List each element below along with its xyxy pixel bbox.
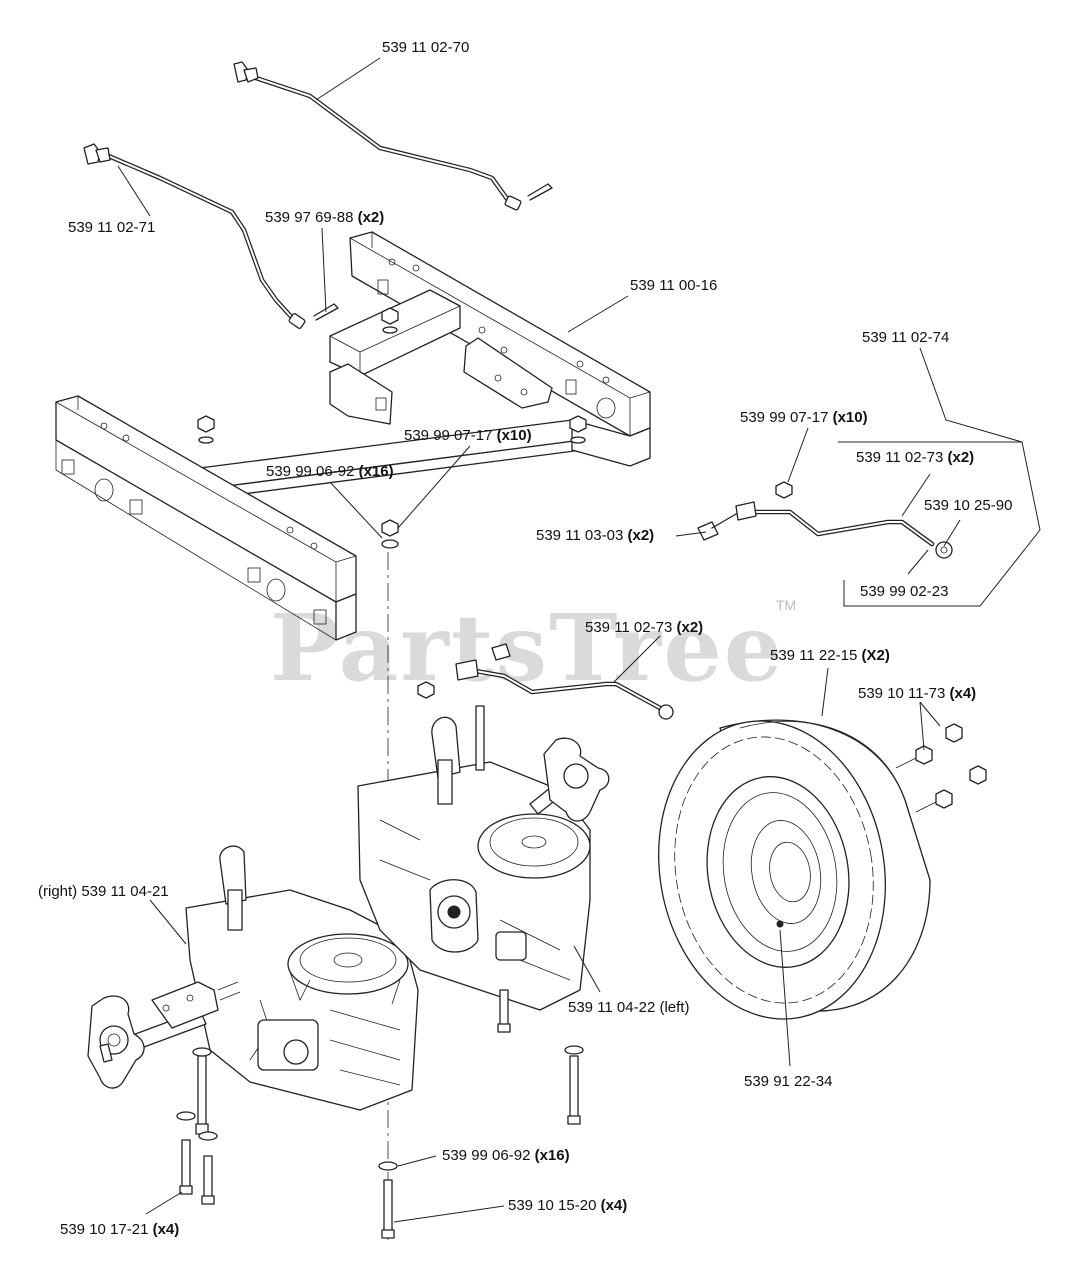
- callout-labels: 539 11 02-70 539 11 02-71 539 97 69-88 (…: [38, 39, 1012, 1238]
- callout-539-11-22-15: 539 11 22-15 (X2): [770, 647, 890, 664]
- transaxle-right[interactable]: [87, 845, 419, 1205]
- frame-nut: [197, 307, 587, 549]
- steering-rod-lower[interactable]: [83, 143, 339, 329]
- steering-rod-upper[interactable]: [233, 61, 553, 211]
- callout-539-10-17-21: 539 10 17-21 (x4): [60, 1221, 179, 1238]
- frame[interactable]: [55, 231, 651, 641]
- callout-539-91-22-34: 539 91 22-34: [744, 1073, 832, 1090]
- callout-539-11-02-74: 539 11 02-74: [862, 329, 949, 346]
- leader-lines: [117, 57, 1023, 1223]
- callout-539-10-25-90: 539 10 25-90: [924, 497, 1012, 514]
- callout-539-10-15-20: 539 10 15-20 (x4): [508, 1197, 627, 1214]
- callout-539-99-07-17-right: 539 99 07-17 (x10): [740, 409, 868, 426]
- lug-nut: [895, 723, 987, 813]
- callout-539-11-02-71: 539 11 02-71: [68, 219, 155, 236]
- callout-539-10-11-73: 539 10 11-73 (x4): [858, 685, 976, 702]
- callout-539-11-02-70: 539 11 02-70: [382, 39, 469, 56]
- watermark-tm: TM: [776, 597, 796, 613]
- callout-539-11-02-73-upper: 539 11 02-73 (x2): [856, 449, 974, 466]
- callout-539-99-07-17-frame: 539 99 07-17 (x10): [404, 427, 532, 444]
- callout-539-11-02-73-lower: 539 11 02-73 (x2): [585, 619, 703, 636]
- linkage-assembly-upper[interactable]: [697, 481, 953, 559]
- callout-539-11-04-21: (right) 539 11 04-21: [38, 883, 169, 900]
- callout-539-11-03-03: 539 11 03-03 (x2): [536, 527, 654, 544]
- callout-539-11-04-22: 539 11 04-22 (left): [568, 999, 689, 1016]
- transaxle-left[interactable]: [357, 705, 610, 1239]
- assembly-bracket-02-74: [838, 441, 1041, 607]
- tire-wheel[interactable]: [636, 703, 987, 1037]
- callout-539-99-06-92-bottom: 539 99 06-92 (x16): [442, 1147, 570, 1164]
- callout-539-99-06-92-frame: 539 99 06-92 (x16): [266, 463, 394, 480]
- callout-539-11-00-16: 539 11 00-16: [630, 277, 717, 294]
- linkage-assembly-lower[interactable]: [417, 643, 674, 720]
- callout-539-99-02-23: 539 99 02-23: [860, 583, 948, 600]
- callout-539-97-69-88: 539 97 69-88 (x2): [265, 209, 384, 226]
